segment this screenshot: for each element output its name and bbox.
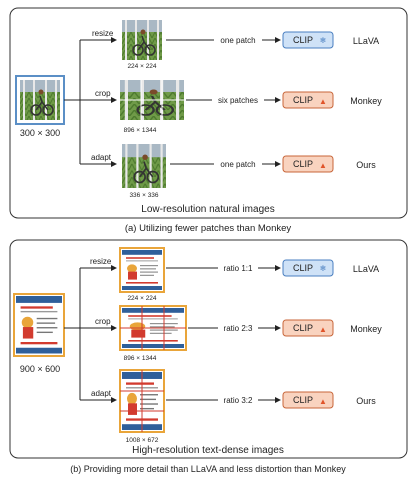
panel-b-clip-trainable-3: CLIP ▲ bbox=[282, 391, 334, 409]
svg-text:CLIP: CLIP bbox=[293, 35, 313, 45]
flame-icon: ▲ bbox=[319, 325, 327, 334]
panel-a-input-image bbox=[15, 75, 65, 125]
panel-b-output-arrows bbox=[166, 265, 281, 403]
svg-text:CLIP: CLIP bbox=[293, 159, 313, 169]
panel-a-size-1: 224 × 224 bbox=[127, 63, 156, 70]
panel-b-method-crop: crop bbox=[95, 317, 111, 326]
flame-icon: ▲ bbox=[319, 397, 327, 406]
panel-b-input-poster bbox=[13, 293, 65, 357]
panel-b-model-2: Monkey bbox=[350, 324, 382, 334]
panel-b-size-2: 896 × 1344 bbox=[124, 355, 157, 362]
panel-a-output-3: one patch bbox=[220, 160, 255, 169]
panel-b-frame bbox=[9, 239, 408, 459]
panel-a-model-2: Monkey bbox=[350, 96, 382, 106]
panel-b-connectors bbox=[64, 265, 117, 403]
panel-a-model-3: Ours bbox=[356, 160, 376, 170]
svg-text:CLIP: CLIP bbox=[293, 395, 313, 405]
svg-text:CLIP: CLIP bbox=[293, 95, 313, 105]
panel-b-section-caption: High-resolution text-dense images bbox=[132, 445, 284, 456]
svg-text:CLIP: CLIP bbox=[293, 323, 313, 333]
flame-icon: ▲ bbox=[319, 161, 327, 170]
panel-b-size-3: 1008 × 672 bbox=[126, 437, 159, 444]
panel-a-adapted-image bbox=[120, 142, 168, 190]
snowflake-icon: ❄ bbox=[320, 264, 327, 273]
panel-b-model-1: LLaVA bbox=[353, 264, 379, 274]
panel-a-clip-frozen-1: CLIP ❄ bbox=[282, 31, 334, 49]
panel-a-output-1: one patch bbox=[220, 36, 255, 45]
svg-text:CLIP: CLIP bbox=[293, 263, 313, 273]
snowflake-icon: ❄ bbox=[320, 36, 327, 45]
panel-b-method-adapt: adapt bbox=[91, 389, 112, 398]
panel-a-clip-trainable-2: CLIP ▲ bbox=[282, 91, 334, 109]
panel-b-size-1: 224 × 224 bbox=[127, 295, 156, 302]
panel-b-clip-trainable-2: CLIP ▲ bbox=[282, 319, 334, 337]
panel-a-cropped-image bbox=[118, 78, 186, 122]
panel-b-clip-frozen-1: CLIP ❄ bbox=[282, 259, 334, 277]
panel-a-method-resize: resize bbox=[92, 29, 114, 38]
panel-a-method-crop: crop bbox=[95, 89, 111, 98]
panel-a-output-2: six patches bbox=[218, 96, 258, 105]
panel-a-connectors bbox=[64, 37, 117, 167]
panel-a-section-caption: Low-resolution natural images bbox=[141, 204, 274, 215]
panel-b-figure-caption: (b) Providing more detail than LLaVA and… bbox=[70, 464, 346, 474]
panel-b-cropped-poster bbox=[119, 305, 187, 351]
panel-a-method-adapt: adapt bbox=[91, 153, 112, 162]
panel-b-output-2: ratio 2:3 bbox=[224, 324, 253, 333]
panel-b-model-3: Ours bbox=[356, 396, 376, 406]
flame-icon: ▲ bbox=[319, 97, 327, 106]
panel-b-resized-poster bbox=[119, 247, 165, 293]
panel-b-input-size: 900 × 600 bbox=[20, 364, 60, 374]
panel-a-size-3: 336 × 336 bbox=[129, 192, 158, 199]
panel-a-model-1: LLaVA bbox=[353, 36, 379, 46]
panel-a-input-size: 300 × 300 bbox=[20, 128, 60, 138]
panel-a-resized-image bbox=[121, 19, 163, 61]
panel-b-method-resize: resize bbox=[90, 257, 112, 266]
panel-b-output-1: ratio 1:1 bbox=[224, 264, 253, 273]
panel-a-figure-caption: (a) Utilizing fewer patches than Monkey bbox=[125, 223, 292, 234]
panel-a-frame bbox=[9, 7, 408, 219]
panel-a-clip-trainable-3: CLIP ▲ bbox=[282, 155, 334, 173]
panel-b-adapted-poster bbox=[119, 369, 165, 433]
panel-a-output-arrows bbox=[166, 37, 281, 167]
panel-a-size-2: 896 × 1344 bbox=[124, 127, 157, 134]
panel-b-output-3: ratio 3:2 bbox=[224, 396, 253, 405]
